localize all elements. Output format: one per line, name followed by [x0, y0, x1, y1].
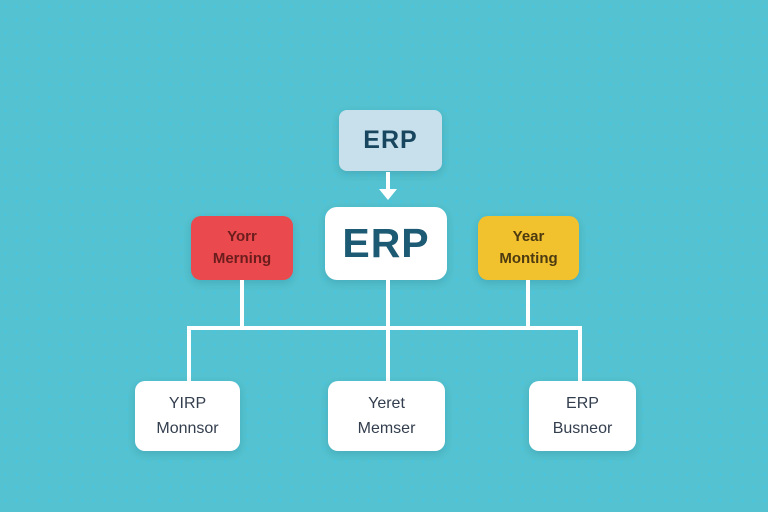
node-child-left: YIRP Monnsor — [135, 381, 240, 451]
node-child-right-line1: ERP — [566, 395, 599, 412]
node-left-line1: Yorr — [227, 228, 257, 245]
connector-center-drop — [386, 280, 390, 330]
node-child-middle-line2: Memser — [357, 420, 416, 437]
node-child-right: ERP Busneor — [529, 381, 636, 451]
connector-child-left-drop — [187, 326, 191, 383]
node-erp-center: ERP — [325, 207, 447, 280]
node-child-right-line2: Busneor — [552, 420, 613, 437]
connector-left-drop — [240, 280, 244, 330]
connector-child-right-drop — [578, 326, 582, 383]
arrow-down-stem — [386, 172, 390, 190]
arrow-down-icon — [379, 189, 397, 200]
node-left: Yorr Merning — [191, 216, 293, 280]
node-right-line2: Monting — [499, 250, 558, 267]
connector-right-drop — [526, 280, 530, 330]
connector-child-middle-drop — [386, 330, 390, 383]
node-child-middle: Yeret Memser — [328, 381, 445, 451]
node-child-left-line1: YIRP — [168, 395, 207, 412]
node-erp-center-label: ERP — [342, 220, 430, 266]
node-child-middle-line1: Yeret — [368, 395, 405, 412]
node-erp-root-label: ERP — [363, 126, 418, 154]
node-left-line2: Merning — [212, 250, 272, 267]
node-right-line1: Year — [512, 228, 545, 245]
connector-horizontal-rail — [187, 326, 582, 330]
node-child-left-line2: Monnsor — [156, 420, 219, 437]
node-right: Year Monting — [478, 216, 579, 280]
node-erp-root: ERP — [339, 110, 442, 171]
